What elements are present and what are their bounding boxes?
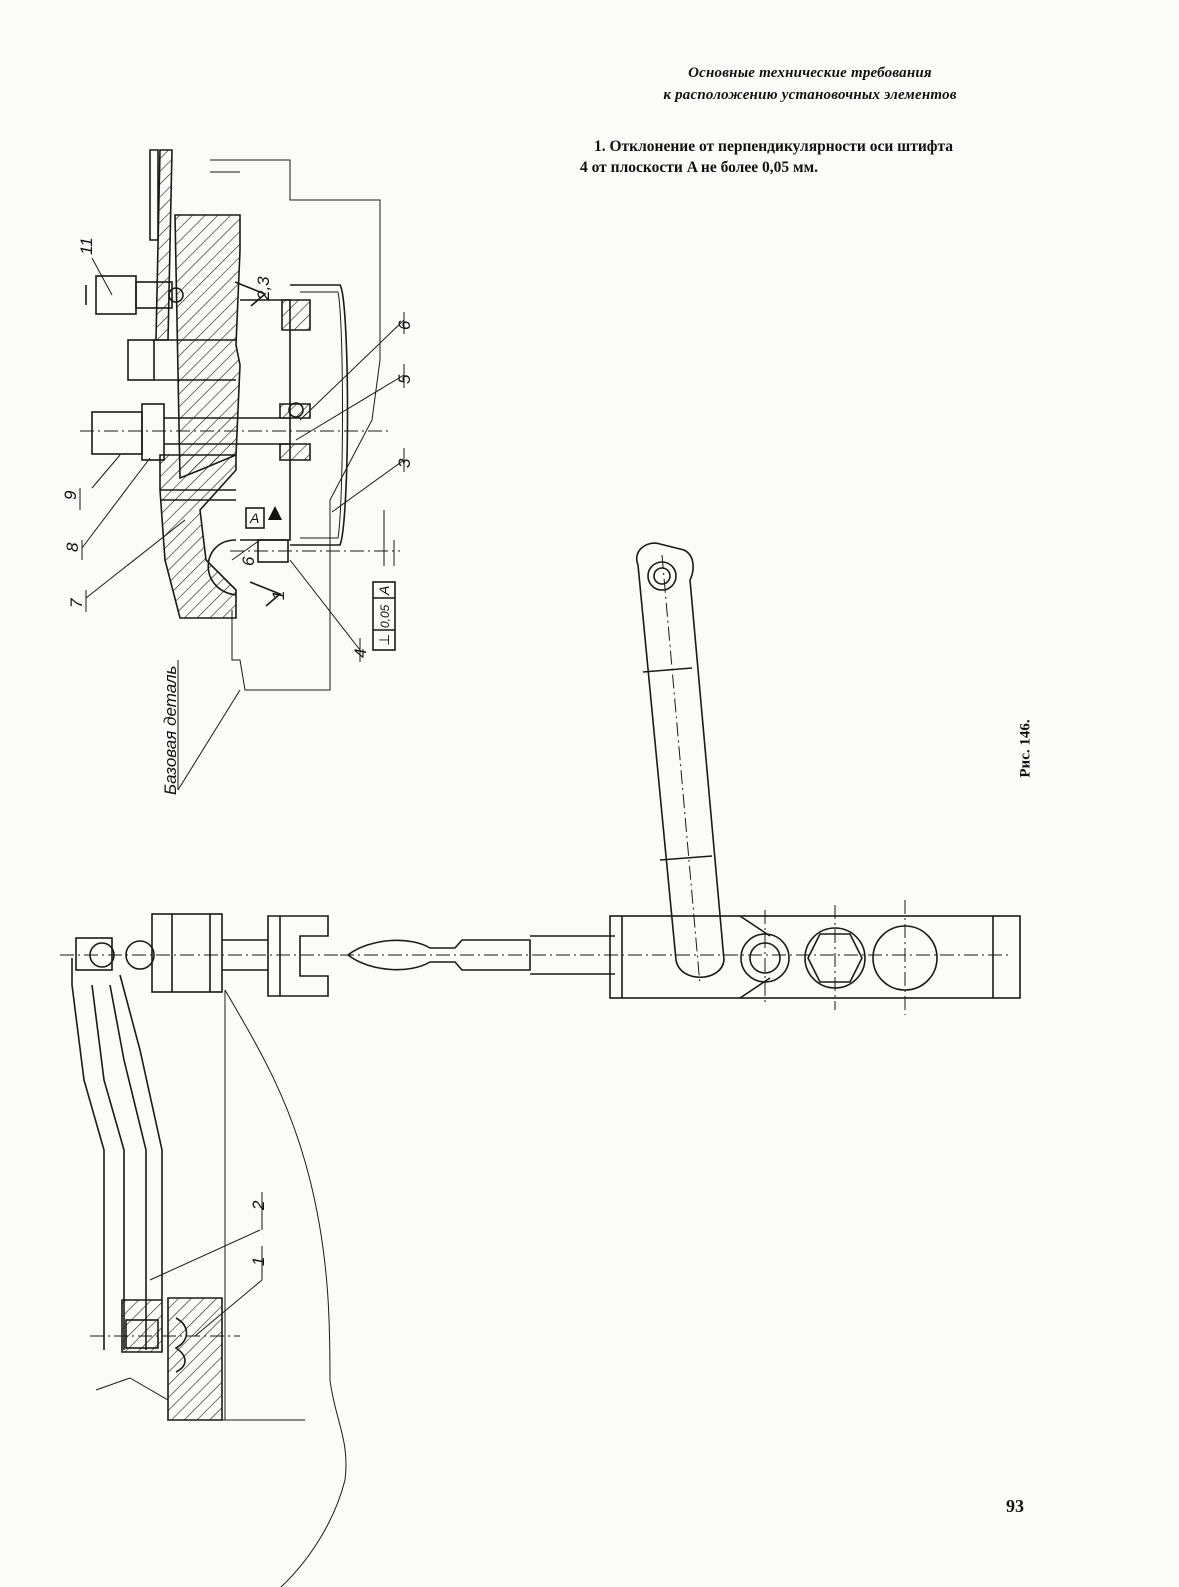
- base-part-label: Базовая деталь: [161, 666, 180, 796]
- screw-11-head: [96, 276, 136, 314]
- clamp-block: [152, 914, 222, 992]
- callout-6: 6: [395, 320, 414, 330]
- stud: [128, 340, 154, 380]
- callout-5: 5: [395, 374, 414, 384]
- handle-plan-view: [340, 543, 1020, 1015]
- callout-8: 8: [63, 542, 82, 552]
- callout-9: 9: [61, 490, 80, 500]
- swing-arm-pivot: [648, 562, 676, 590]
- page-number: 93: [1006, 1496, 1024, 1517]
- section-view: A ⊥ 0,05 A 2,3 1 6 11: [61, 150, 414, 795]
- callout-11: 11: [77, 237, 96, 255]
- datum-label: A: [249, 510, 259, 526]
- body-lower-section: [160, 455, 236, 618]
- arm-outer: [72, 958, 104, 1350]
- base-part-freehand: [225, 990, 346, 1587]
- datum-triangle: [268, 506, 282, 520]
- callout-1: 1: [249, 1257, 268, 1266]
- clamp-fork: [268, 916, 328, 996]
- nut-9: [92, 412, 142, 454]
- svg-text:2,3: 2,3: [254, 276, 273, 301]
- callout-2: 2: [249, 1200, 268, 1211]
- clamp-bar: [610, 916, 1020, 998]
- leader-2: [150, 1230, 260, 1280]
- lower-hatched-section: [168, 1298, 222, 1420]
- part-3-plate: [240, 300, 290, 540]
- tolerance-symbol: ⊥: [376, 634, 392, 646]
- dimension-6: 6: [239, 556, 258, 566]
- svg-text:Базовая деталь: Базовая деталь: [161, 666, 180, 796]
- swing-arm: [637, 543, 724, 977]
- tolerance-frame: ⊥ 0,05 A: [373, 582, 395, 650]
- roughness-mark-1: 1: [250, 582, 288, 606]
- tolerance-datum: A: [376, 586, 392, 596]
- washer-8: [142, 404, 164, 460]
- tolerance-value: 0,05: [378, 604, 392, 628]
- base-part-leader: [178, 690, 240, 790]
- svg-text:6: 6: [239, 556, 258, 566]
- callout-4: 4: [351, 649, 370, 658]
- callout-3: 3: [395, 458, 414, 468]
- arm-inner: [92, 985, 124, 1350]
- plate-edge: [150, 150, 158, 240]
- roughness-mark-2-3: 2,3: [235, 276, 273, 306]
- callout-7: 7: [67, 598, 86, 608]
- body-upper-section: [175, 215, 240, 478]
- clamp-side-view: 2 1: [60, 914, 346, 1587]
